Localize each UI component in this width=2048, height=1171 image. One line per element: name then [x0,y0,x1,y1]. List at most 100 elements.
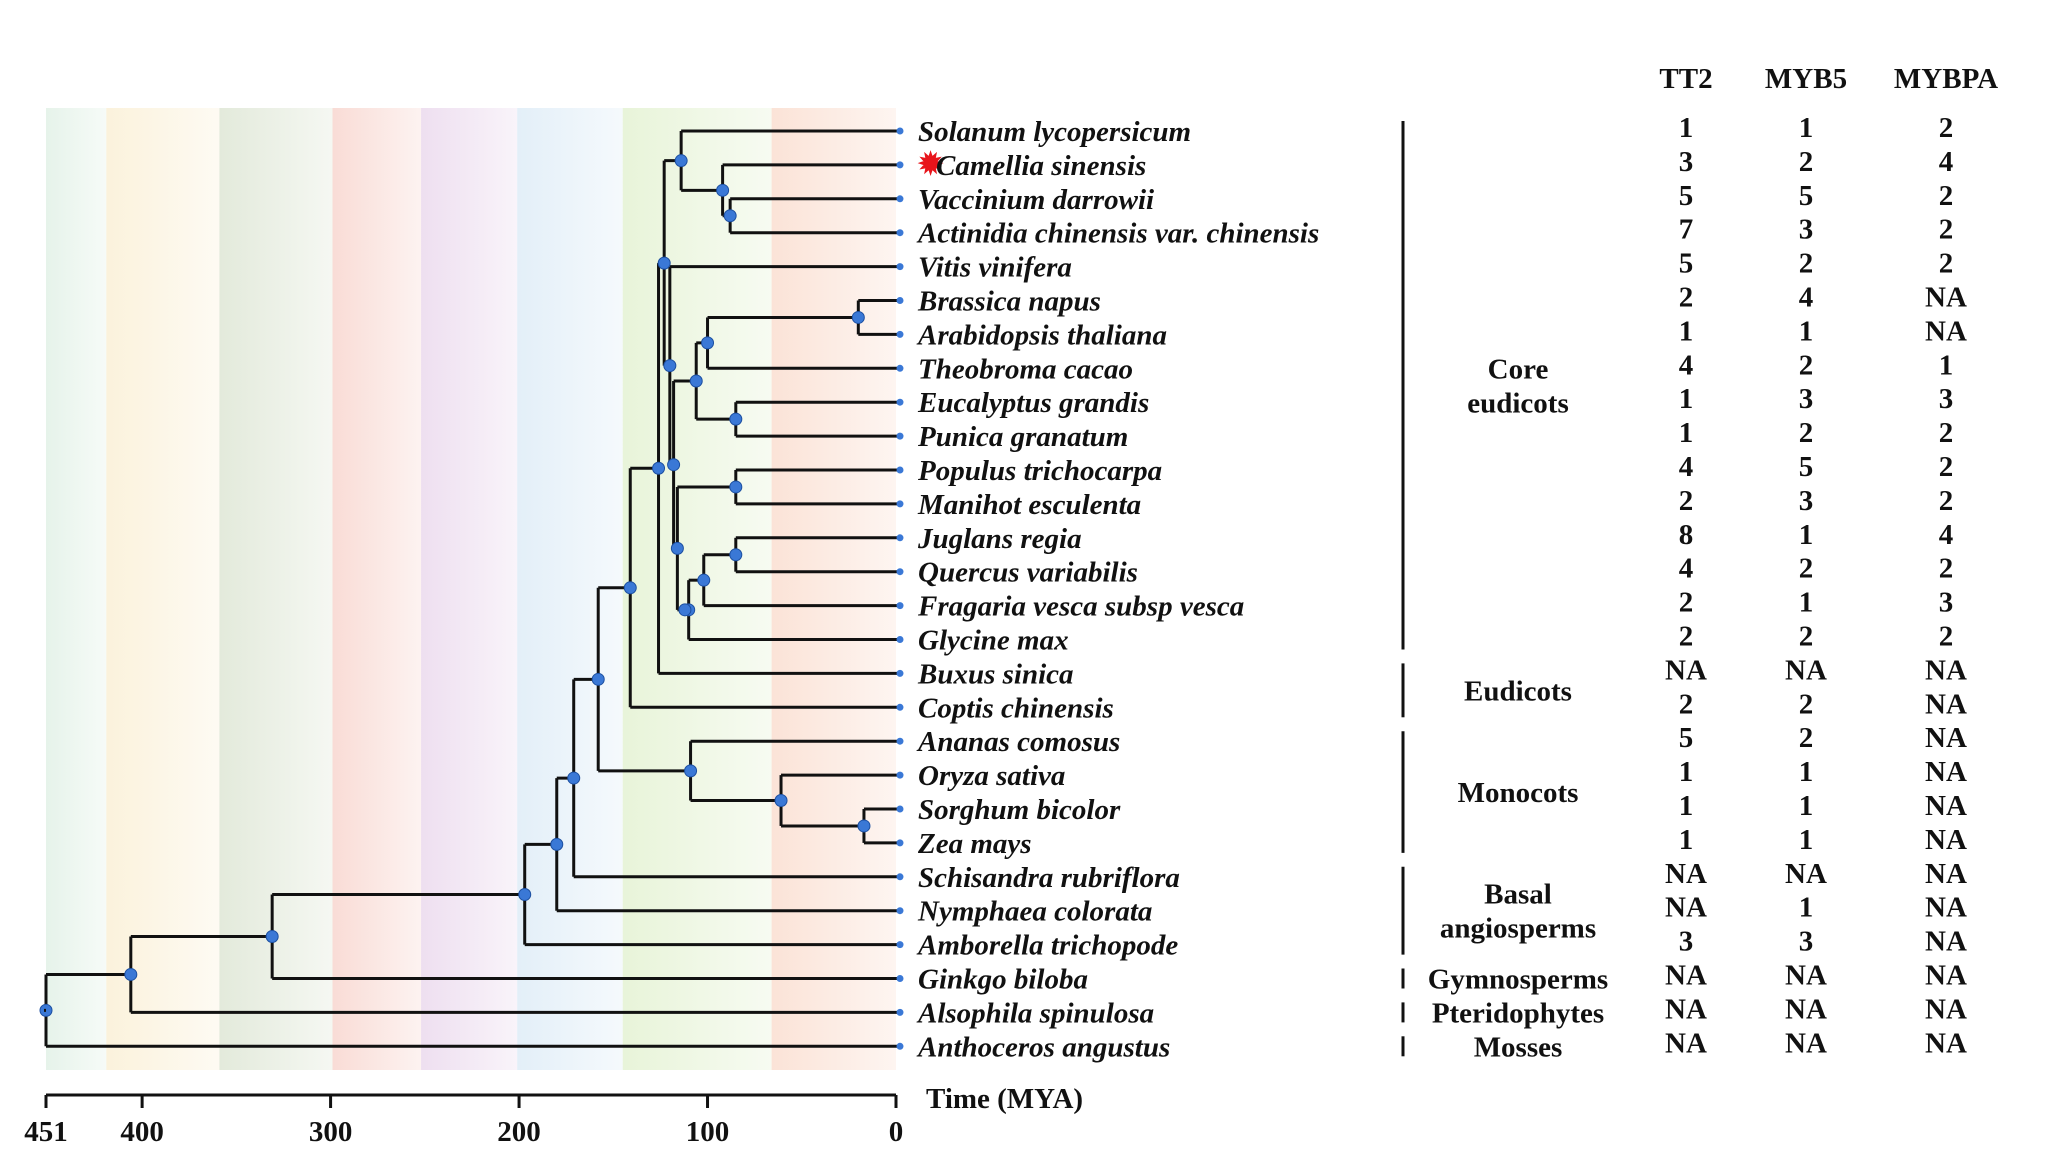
tip-dot [896,636,904,643]
count-tt2: 1 [1679,790,1694,822]
tree-node [591,672,605,686]
count-mybpa: 4 [1939,519,1954,551]
axis-tick-label: 300 [309,1116,353,1148]
tip-dot [896,1042,904,1050]
phylogenetic-tree [39,129,900,1048]
tree-node [729,548,743,562]
species-label: Zea mays [917,828,1032,860]
species-label: Juglans regia [917,523,1082,555]
tip-dot [896,500,904,508]
tip-dot [896,602,904,610]
count-myb5: NA [1785,960,1827,992]
species-label: Vitis vinifera [918,252,1072,284]
count-myb5: NA [1785,993,1827,1025]
count-tt2: 4 [1679,451,1694,483]
count-myb5: 2 [1799,553,1814,585]
tree-node [684,764,698,778]
tree-node [723,209,737,223]
species-label: Punica granatum [917,421,1128,453]
period-band [771,108,896,1070]
species-label: Schisandra rubriflora [918,862,1180,894]
group-label: eudicots [1467,387,1569,419]
axis-title: Time (MYA) [926,1083,1083,1115]
count-tt2: 1 [1679,112,1694,144]
species-label: Buxus sinica [917,658,1074,690]
count-myb5: 1 [1799,587,1814,619]
count-mybpa: NA [1925,790,1967,822]
tip-dot [896,703,904,711]
count-myb5: 1 [1799,790,1814,822]
tree-node [678,603,692,617]
tree-node [657,256,671,270]
tree-node [729,480,743,494]
species-label: Sorghum bicolor [918,794,1121,826]
tree-node [701,336,715,350]
group-label: Basal [1484,879,1552,911]
count-myb5: 5 [1799,180,1814,212]
tip-dot [896,805,904,813]
tree-node [674,154,688,168]
count-tt2: 3 [1679,926,1694,958]
species-labels: Solanum lycopersicum✹Camellia sinensisVa… [896,116,1319,1063]
species-label: Nymphaea colorata [917,896,1152,928]
count-tt2: 2 [1679,587,1694,619]
count-myb5: 1 [1799,112,1814,144]
count-tt2: 5 [1679,248,1694,280]
tip-dot [896,568,904,576]
count-tt2: NA [1665,654,1707,686]
axis-tick-label: 0 [889,1116,904,1148]
count-mybpa: NA [1925,824,1967,856]
tip-dot [896,127,904,135]
group-label: Eudicots [1464,675,1572,707]
count-tt2: 5 [1679,180,1694,212]
count-mybpa: 1 [1939,349,1954,381]
count-myb5: 2 [1799,146,1814,178]
count-mybpa: NA [1925,892,1967,924]
count-mybpa: 2 [1939,621,1954,653]
axis-tick-label: 200 [497,1116,541,1148]
count-mybpa: NA [1925,282,1967,314]
group-label: Monocots [1458,777,1579,809]
species-label: Actinidia chinensis var. chinensis [916,218,1319,250]
count-myb5: 1 [1799,519,1814,551]
tree-node [623,581,637,595]
group-label: Gymnosperms [1428,964,1608,996]
count-tt2: 2 [1679,621,1694,653]
count-myb5: 1 [1799,892,1814,924]
count-mybpa: 3 [1939,383,1954,415]
group-label: Core [1488,353,1549,385]
count-tt2: 2 [1679,282,1694,314]
axis-tick-label: 451 [24,1116,68,1148]
geologic-period-bands [46,108,896,1070]
tip-dot [896,466,904,474]
tip-dot [896,1008,904,1016]
period-band [219,108,333,1070]
count-myb5: 2 [1799,248,1814,280]
tip-dot [896,161,904,169]
count-mybpa: 2 [1939,451,1954,483]
species-label: Theobroma cacao [918,353,1133,385]
count-tt2: 1 [1679,824,1694,856]
tip-dot [896,195,904,203]
tree-node [663,359,677,373]
tree-node [729,412,743,426]
count-tt2: 4 [1679,553,1694,585]
species-label: Oryza sativa [918,760,1065,792]
species-label: Ananas comosus [916,726,1120,758]
tip-dot [896,330,904,338]
count-mybpa: 2 [1939,485,1954,517]
tip-dot [896,737,904,745]
count-myb5: 3 [1799,485,1814,517]
species-label: Alsophila spinulosa [916,997,1154,1029]
count-mybpa: NA [1925,858,1967,890]
species-label: Arabidopsis thaliana [916,319,1167,351]
species-label: Eucalyptus grandis [917,387,1149,419]
count-tt2: 2 [1679,688,1694,720]
count-mybpa: 2 [1939,180,1954,212]
period-band [46,108,107,1070]
species-label: Populus trichocarpa [917,455,1162,487]
count-tt2: 8 [1679,519,1694,551]
count-tt2: 1 [1679,417,1694,449]
tree-node [716,183,730,197]
